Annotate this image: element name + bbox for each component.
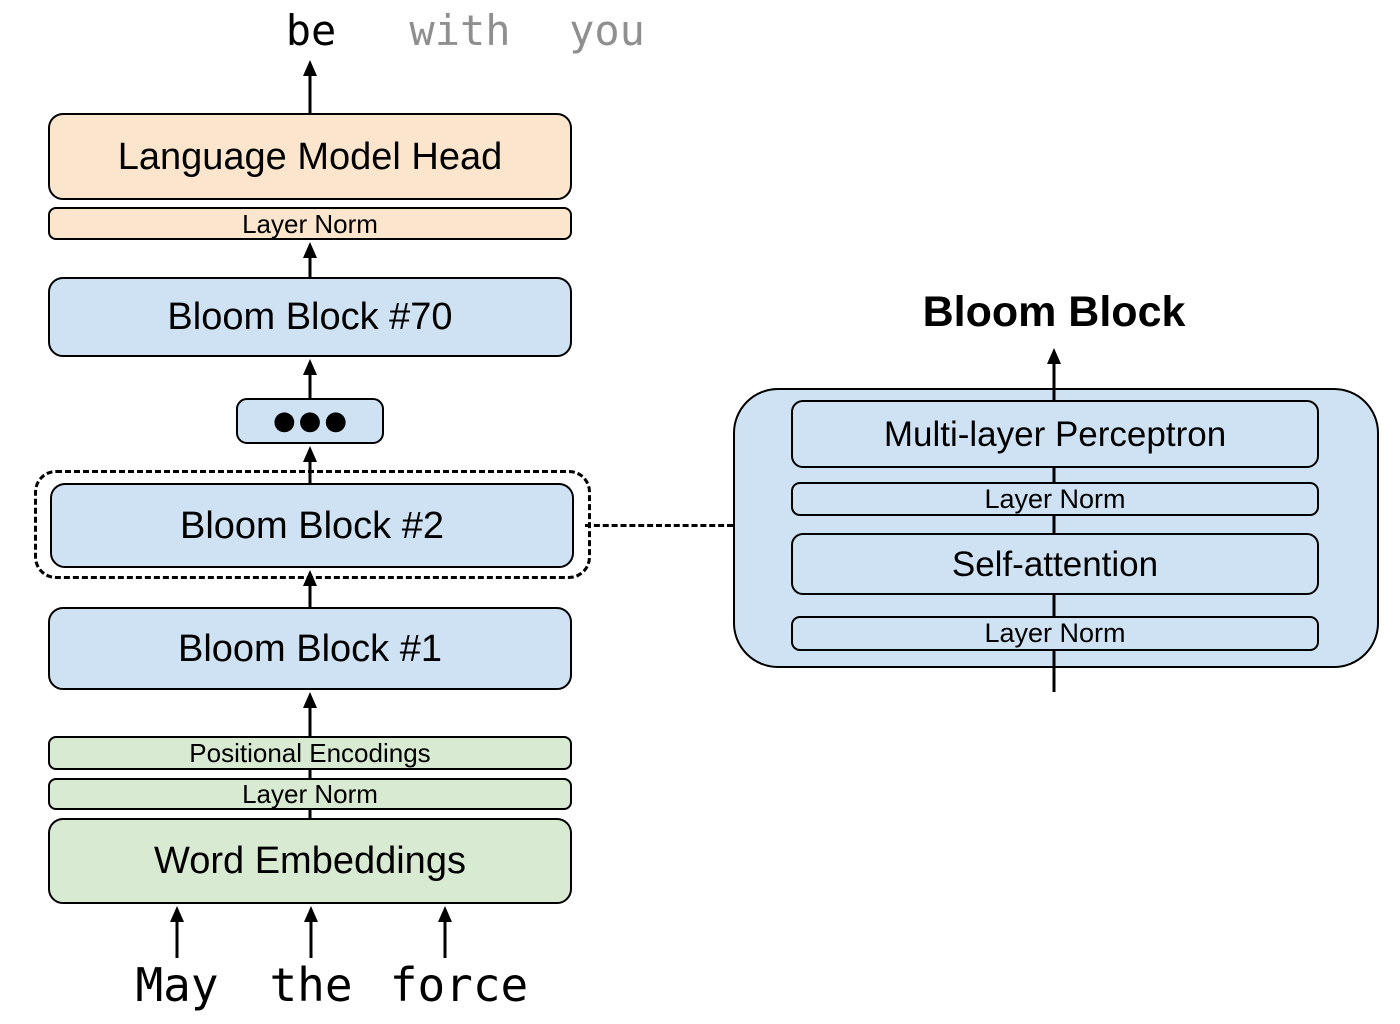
up-arrowhead-detail xyxy=(1047,348,1061,364)
bloom-block-70-box: Bloom Block #70 xyxy=(48,277,572,357)
flow-line-bb2 xyxy=(308,586,312,607)
multi-layer-perceptron-box: Multi-layer Perceptron xyxy=(791,400,1319,468)
up-arrowhead-input-force xyxy=(438,906,452,922)
language-model-head-box: Language Model Head xyxy=(48,113,572,200)
bloom-block-detail-title: Bloom Block xyxy=(922,288,1186,336)
self-attention-box: Self-attention xyxy=(791,533,1319,595)
up-arrowhead-bb2 xyxy=(303,570,317,586)
flow-line-input-may xyxy=(175,922,179,958)
flow-line-ln-we xyxy=(308,810,312,818)
flow-line-ln-top xyxy=(308,258,312,277)
flow-line-output xyxy=(308,76,312,113)
detail-flow-line xyxy=(1052,364,1056,692)
up-arrowhead-bb70 xyxy=(303,359,317,375)
predicted-token-be: be xyxy=(285,6,337,55)
positional-encodings-box: Positional Encodings xyxy=(48,736,572,770)
flow-line-pe-ln xyxy=(308,770,312,778)
flow-line-input-force xyxy=(443,922,447,958)
up-arrowhead-ln-top xyxy=(303,242,317,258)
layer-norm-upper-box: Layer Norm xyxy=(791,482,1319,516)
predicted-token-with: with xyxy=(409,6,511,55)
bloom-block-2-box: Bloom Block #2 xyxy=(50,483,574,568)
ellipsis-dots-icon: ●●● xyxy=(272,406,351,436)
ellipsis-box: ●●● xyxy=(236,398,384,444)
predicted-token-you: you xyxy=(569,6,645,55)
word-embeddings-box: Word Embeddings xyxy=(48,818,572,904)
bloom-block-1-box: Bloom Block #1 xyxy=(48,607,572,690)
input-token-may: May xyxy=(135,958,219,1012)
flow-line-input-the xyxy=(309,922,313,958)
up-arrowhead-input-the xyxy=(304,906,318,922)
input-token-the: the xyxy=(269,958,353,1012)
dashed-connector xyxy=(585,524,733,527)
up-arrowhead-output xyxy=(303,60,317,76)
up-arrowhead-input-may xyxy=(170,906,184,922)
flow-line-bb70 xyxy=(308,375,312,398)
layer-norm-top-box: Layer Norm xyxy=(48,207,572,240)
layer-norm-embed-box: Layer Norm xyxy=(48,778,572,810)
up-arrowhead-bb1 xyxy=(303,692,317,708)
flow-line-bb1 xyxy=(308,708,312,736)
layer-norm-lower-box: Layer Norm xyxy=(791,616,1319,651)
input-token-force: force xyxy=(389,958,529,1012)
up-arrowhead-dots xyxy=(303,446,317,462)
